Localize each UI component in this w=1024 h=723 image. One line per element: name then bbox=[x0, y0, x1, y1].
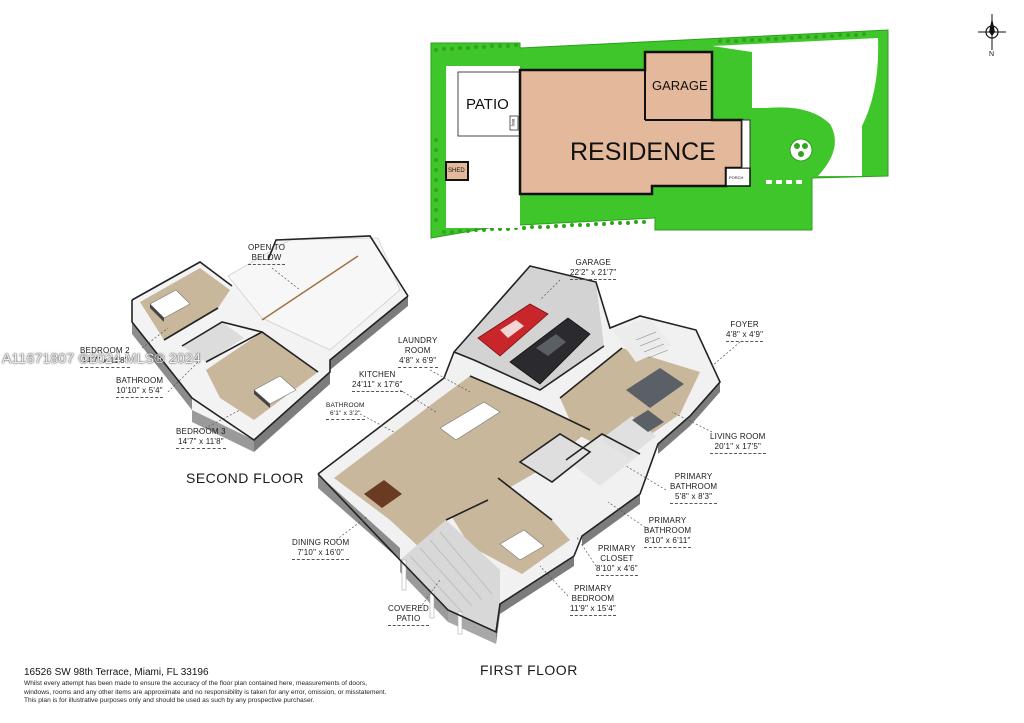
bedroom3-label: BEDROOM 3 14'7" x 11'8" bbox=[176, 427, 226, 449]
garage-name: GARAGE bbox=[575, 258, 611, 267]
compass-icon bbox=[978, 14, 1006, 50]
primary-bedroom-dims: 11'9" x 15'4" bbox=[570, 604, 616, 616]
primary-bathroom-1-line2: BATHROOM bbox=[670, 482, 718, 491]
dining-room-label: DINING ROOM 7'10" x 16'0" bbox=[292, 538, 350, 560]
open-to-below-line1: OPEN TO bbox=[248, 243, 286, 252]
kitchen-dims: 24'11" x 17'6" bbox=[352, 380, 403, 392]
porch-label: PORCH bbox=[729, 175, 744, 180]
covered-patio-line1: COVERED bbox=[388, 604, 429, 613]
primary-closet-line2: CLOSET bbox=[600, 554, 634, 563]
primary-closet-label: PRIMARY CLOSET 8'10" x 4'6" bbox=[596, 544, 638, 576]
car-icon-2 bbox=[509, 317, 591, 385]
disclaimer: Whilst every attempt has been made to en… bbox=[24, 680, 494, 706]
primary-bedroom-line2: BEDROOM bbox=[571, 594, 615, 603]
primary-bathroom-1-label: PRIMARY BATHROOM 5'8" x 8'3" bbox=[670, 472, 718, 504]
shed-box bbox=[445, 161, 469, 181]
second-bathroom-label: BATHROOM 10'10" x 5'4" bbox=[116, 376, 164, 398]
living-room-label: LIVING ROOM 20'1" x 17'5" bbox=[710, 432, 766, 454]
car-icon bbox=[477, 303, 549, 357]
bed-icon-2 bbox=[253, 375, 297, 408]
primary-closet-line1: PRIMARY bbox=[598, 544, 636, 553]
primary-bathroom-2-dims: 8'10" x 6'11" bbox=[644, 536, 692, 548]
bbq-box bbox=[509, 115, 519, 131]
primary-bathroom-1-line1: PRIMARY bbox=[674, 472, 713, 481]
hedge-dots bbox=[434, 32, 866, 234]
bedroom3-dims: 14'7" x 11'8" bbox=[176, 437, 226, 449]
first-floor-title: FIRST FLOOR bbox=[480, 662, 578, 678]
garage-label-site: GARAGE bbox=[652, 78, 708, 93]
open-to-below-line2: BELOW bbox=[248, 253, 286, 265]
patio-label: PATIO bbox=[466, 96, 509, 113]
primary-bedroom-line1: PRIMARY bbox=[574, 584, 612, 593]
first-bathroom-label: BATHROOM 6'1" x 3'2" bbox=[326, 402, 365, 420]
second-bathroom-dims: 10'10" x 5'4" bbox=[116, 386, 164, 398]
primary-bathroom-1-dims: 5'8" x 8'3" bbox=[670, 492, 718, 504]
primary-bathroom-2-label: PRIMARY BATHROOM 8'10" x 6'11" bbox=[644, 516, 692, 548]
compass-label: N bbox=[989, 51, 995, 58]
primary-closet-dims: 8'10" x 4'6" bbox=[596, 564, 638, 576]
laundry-line2: ROOM bbox=[404, 346, 431, 355]
living-room-dims: 20'1" x 17'5" bbox=[710, 442, 766, 454]
driveway bbox=[712, 38, 879, 176]
bedroom2-label: BEDROOM 2 14'7" x 11'8" bbox=[80, 346, 130, 368]
garage-label: GARAGE 22'2" x 21'7" bbox=[570, 258, 617, 280]
staircase-icon bbox=[261, 255, 359, 321]
garage-door-strip bbox=[741, 119, 751, 169]
bedroom2-dims: 14'7" x 11'8" bbox=[80, 356, 130, 368]
dining-room-dims: 7'10" x 16'0" bbox=[292, 548, 350, 560]
dining-room-name: DINING ROOM bbox=[292, 538, 350, 547]
kitchen-label: KITCHEN 24'11" x 17'6" bbox=[352, 370, 403, 392]
laundry-label: LAUNDRY ROOM 4'8" x 6'9" bbox=[398, 336, 438, 368]
bedroom3-name: BEDROOM 3 bbox=[176, 427, 226, 436]
foyer-dims: 4'8" x 4'9" bbox=[726, 330, 764, 342]
living-room-name: LIVING ROOM bbox=[710, 432, 766, 441]
foyer-name: FOYER bbox=[730, 320, 759, 329]
sofa-icon bbox=[626, 368, 684, 432]
residence-label: RESIDENCE bbox=[570, 138, 716, 166]
bed-icon bbox=[149, 289, 191, 322]
open-to-below-label: OPEN TO BELOW bbox=[248, 243, 286, 265]
disclaimer-line-2: windows, rooms and any other items are a… bbox=[24, 688, 387, 696]
primary-bedroom-label: PRIMARY BEDROOM 11'9" x 15'4" bbox=[570, 584, 616, 616]
disclaimer-line-1: Whilst every attempt has been made to en… bbox=[24, 680, 368, 687]
first-bathroom-dims: 6'1" x 3'2" bbox=[326, 410, 365, 420]
first-bathroom-name: BATHROOM bbox=[326, 402, 365, 409]
kitchen-name: KITCHEN bbox=[359, 370, 396, 379]
shed-label: SHED bbox=[448, 168, 465, 174]
laundry-dims: 4'8" x 6'9" bbox=[398, 356, 438, 368]
primary-bathroom-2-line2: BATHROOM bbox=[644, 526, 692, 535]
second-bathroom-name: BATHROOM bbox=[116, 376, 164, 385]
property-address: 16526 SW 98th Terrace, Miami, FL 33196 bbox=[24, 667, 209, 678]
garage-dims: 22'2" x 21'7" bbox=[570, 268, 617, 280]
stepping-stones bbox=[766, 180, 802, 184]
tree-icon bbox=[789, 138, 813, 162]
mls-watermark: A11671807 ©2024 MLS® 2024 bbox=[2, 350, 201, 366]
porch-box bbox=[725, 167, 751, 187]
bedroom2-name: BEDROOM 2 bbox=[80, 346, 130, 355]
second-floor-title: SECOND FLOOR bbox=[186, 470, 305, 486]
covered-patio-label: COVERED PATIO bbox=[388, 604, 429, 626]
laundry-line1: LAUNDRY bbox=[398, 336, 438, 345]
foyer-label: FOYER 4'8" x 4'9" bbox=[726, 320, 764, 342]
disclaimer-line-3: This plan is for illustrative purposes o… bbox=[24, 697, 315, 705]
bbq-label: BBQ bbox=[511, 119, 515, 127]
primary-bathroom-2-line1: PRIMARY bbox=[648, 516, 687, 525]
covered-patio-line2: PATIO bbox=[388, 614, 429, 626]
